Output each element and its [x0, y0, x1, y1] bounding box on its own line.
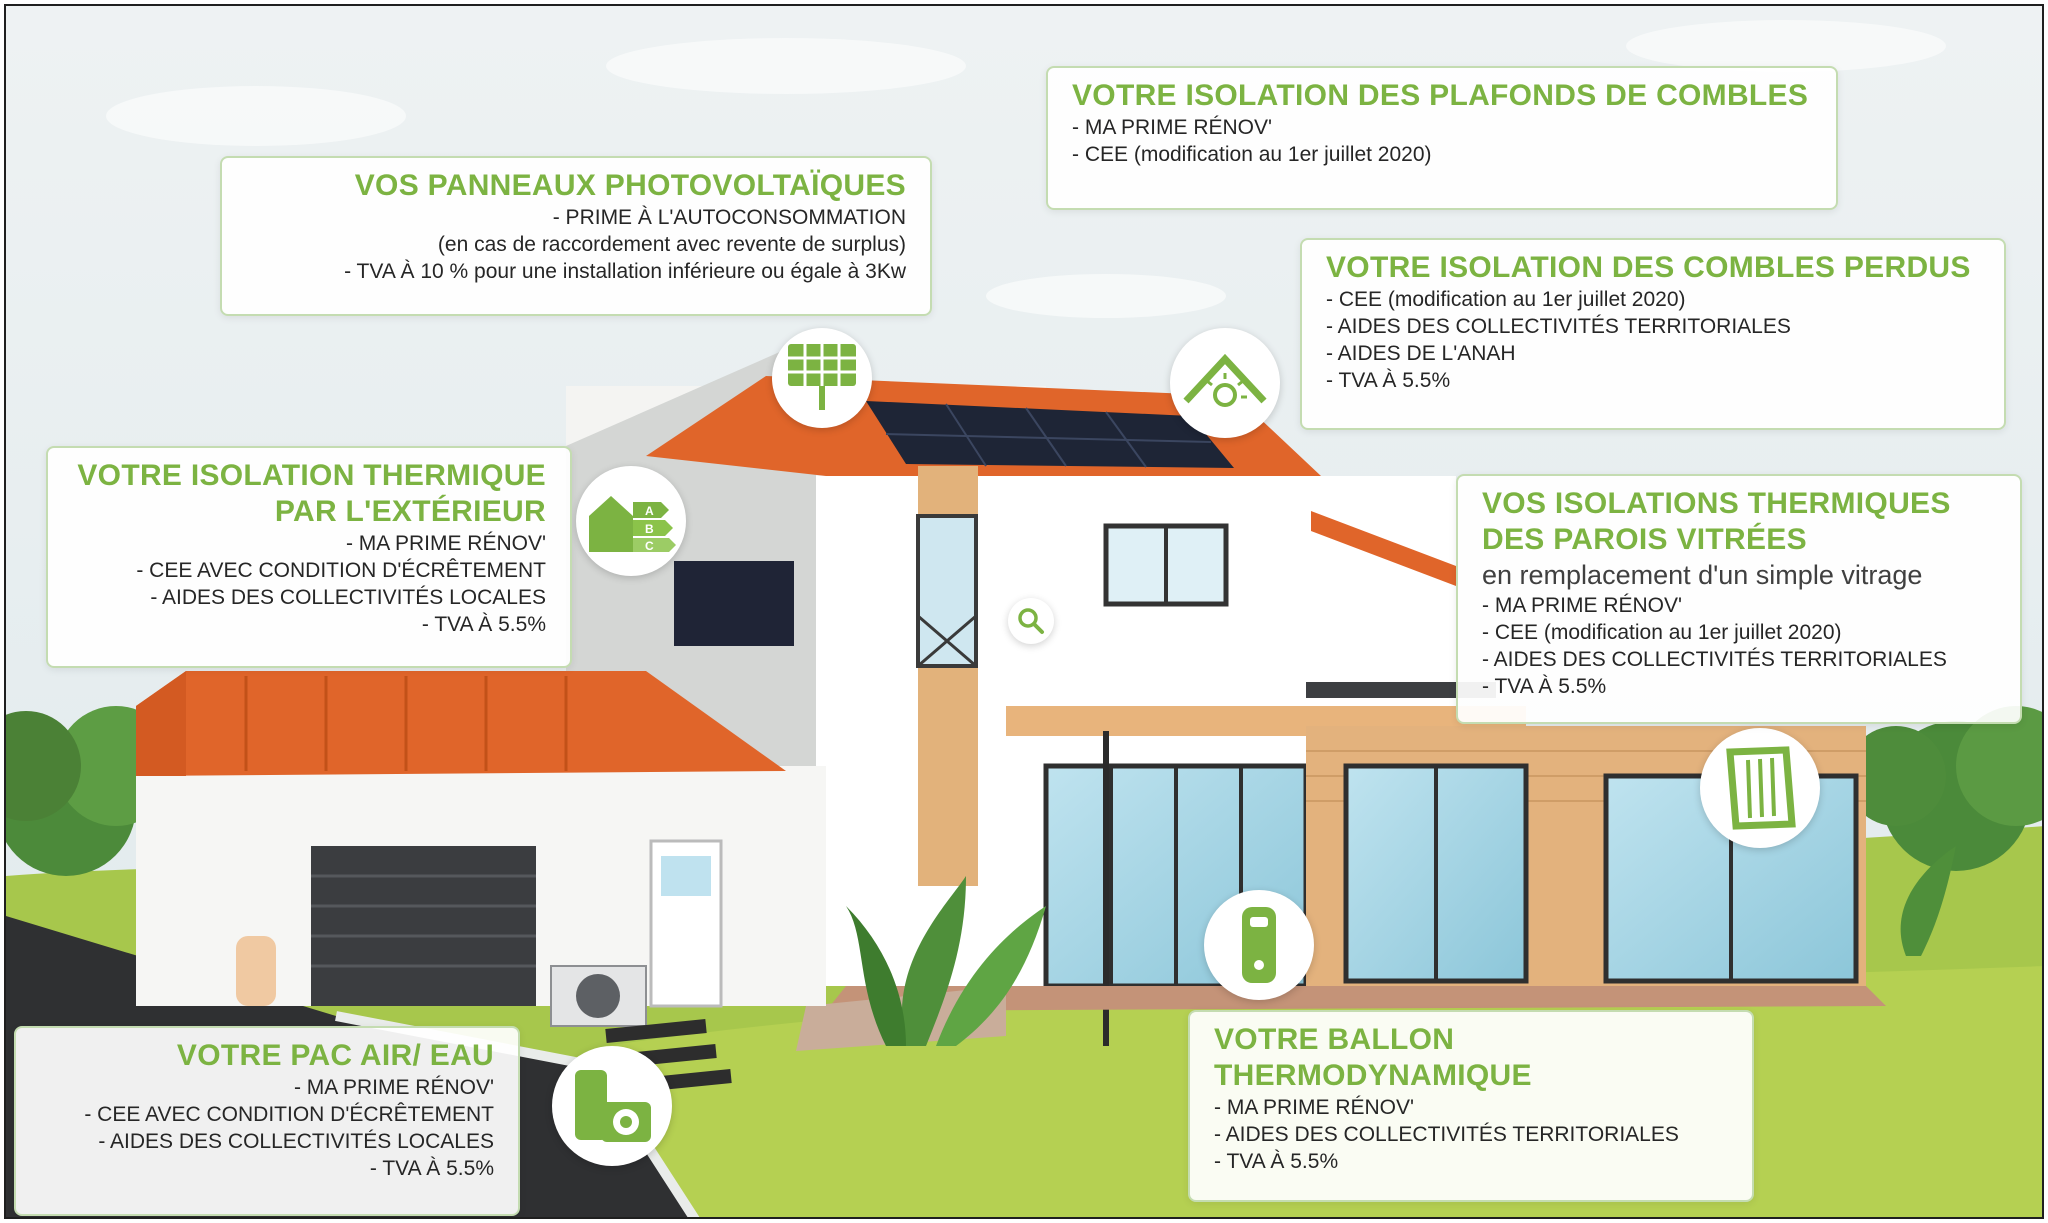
exterieur-line-1: - MA PRIME RÉNOV': [345, 532, 546, 555]
exterieur-line-4: - TVA À 5.5%: [421, 613, 546, 636]
window-icon: [1726, 746, 1796, 830]
ballon-title-2: THERMODYNAMIQUE: [1214, 1059, 1532, 1092]
garage: [136, 671, 826, 1027]
photovoltaique-line-3: - TVA À 10 % pour une installation infér…: [344, 260, 906, 283]
photovoltaique-title: VOS PANNEAUX PHOTOVOLTAÏQUES: [354, 169, 906, 202]
solar-panel-badge: [772, 328, 872, 428]
clouds: [106, 20, 1946, 318]
search-badge[interactable]: [1008, 598, 1054, 644]
pac-line-3: - AIDES DES COLLECTIVITÉS LOCALES: [98, 1130, 494, 1153]
combles-perdus-line-4: - TVA À 5.5%: [1326, 369, 1451, 392]
heat-pump-icon: [575, 1070, 651, 1142]
water-heater-badge: [1204, 890, 1314, 1000]
solar-panels: [866, 401, 1234, 468]
search-icon: [1018, 608, 1044, 634]
solar-panel-icon: [788, 344, 856, 410]
energy-grade-a: A: [645, 504, 654, 518]
pac-line-2: - CEE AVEC CONDITION D'ÉCRÊTEMENT: [84, 1103, 494, 1126]
ballon-line-3: - TVA À 5.5%: [1214, 1150, 1339, 1173]
combles-perdus-line-3: - AIDES DE L'ANAH: [1326, 342, 1516, 365]
vitrees-line-2: - CEE (modification au 1er juillet 2020): [1482, 621, 1842, 644]
card-isolation-exterieur: VOTRE ISOLATION THERMIQUE PAR L'EXTÉRIEU…: [46, 446, 572, 668]
pac-title: VOTRE PAC AIR/ EAU: [176, 1039, 494, 1072]
ballon-line-1: - MA PRIME RÉNOV': [1214, 1096, 1415, 1119]
ballon-title-1: VOTRE BALLON: [1214, 1023, 1455, 1056]
exterieur-line-2: - CEE AVEC CONDITION D'ÉCRÊTEMENT: [136, 559, 546, 582]
pac-line-4: - TVA À 5.5%: [369, 1157, 494, 1180]
vitrees-subtitle: en remplacement d'un simple vitrage: [1482, 560, 1923, 590]
combles-perdus-line-2: - AIDES DES COLLECTIVITÉS TERRITORIALES: [1326, 315, 1791, 338]
vitrees-line-1: - MA PRIME RÉNOV': [1482, 594, 1683, 617]
window-badge: [1700, 728, 1820, 848]
energy-grade-c: C: [645, 539, 654, 553]
heat-pump-badge: [552, 1046, 672, 1166]
garage-door: [311, 846, 536, 1006]
ballon-line-2: - AIDES DES COLLECTIVITÉS TERRITORIALES: [1214, 1123, 1679, 1146]
energy-label-badge: A B C: [576, 466, 686, 576]
photovoltaique-line-2: (en cas de raccordement avec revente de …: [437, 233, 906, 256]
attic-insulation-icon: [1183, 353, 1267, 407]
vitrees-line-3: - AIDES DES COLLECTIVITÉS TERRITORIALES: [1482, 648, 1947, 671]
combles-perdus-title: VOTRE ISOLATION DES COMBLES PERDUS: [1326, 251, 1971, 284]
card-pac-air-eau: VOTRE PAC AIR/ EAU - MA PRIME RÉNOV' - C…: [14, 1026, 520, 1216]
card-plafonds-combles: VOTRE ISOLATION DES PLAFONDS DE COMBLES …: [1046, 66, 1838, 210]
energy-label-icon: A B C: [589, 496, 676, 553]
card-combles-perdus: VOTRE ISOLATION DES COMBLES PERDUS - CEE…: [1300, 238, 2006, 430]
trees: [6, 706, 2042, 876]
card-photovoltaique: VOS PANNEAUX PHOTOVOLTAÏQUES - PRIME À L…: [220, 156, 932, 316]
card-parois-vitrees: VOS ISOLATIONS THERMIQUES DES PAROIS VIT…: [1456, 474, 2022, 724]
attic-insulation-badge: [1170, 328, 1280, 438]
plants: [846, 846, 1956, 1046]
card-ballon-thermodynamique: VOTRE BALLON THERMODYNAMIQUE - MA PRIME …: [1188, 1010, 1754, 1202]
exterieur-title-2: PAR L'EXTÉRIEUR: [274, 495, 546, 528]
terrace: [826, 986, 1886, 1011]
vitrees-title-1: VOS ISOLATIONS THERMIQUES: [1482, 487, 1951, 520]
water-heater-icon: [1242, 907, 1276, 983]
plafonds-title: VOTRE ISOLATION DES PLAFONDS DE COMBLES: [1072, 79, 1809, 112]
combles-perdus-line-1: - CEE (modification au 1er juillet 2020): [1326, 288, 1686, 311]
vitrees-title-2: DES PAROIS VITRÉES: [1482, 523, 1807, 556]
energy-grade-b: B: [645, 522, 654, 536]
exterieur-title-1: VOTRE ISOLATION THERMIQUE: [77, 459, 546, 492]
photovoltaique-line-1: - PRIME À L'AUTOCONSOMMATION: [552, 206, 906, 229]
plafonds-line-2: - CEE (modification au 1er juillet 2020): [1072, 143, 1432, 166]
vitrees-line-4: - TVA À 5.5%: [1482, 675, 1607, 698]
plafonds-line-1: - MA PRIME RÉNOV': [1072, 116, 1273, 139]
infographic: A B C VOS: [4, 4, 2044, 1219]
pac-line-1: - MA PRIME RÉNOV': [293, 1076, 494, 1099]
exterieur-line-3: - AIDES DES COLLECTIVITÉS LOCALES: [150, 586, 546, 609]
